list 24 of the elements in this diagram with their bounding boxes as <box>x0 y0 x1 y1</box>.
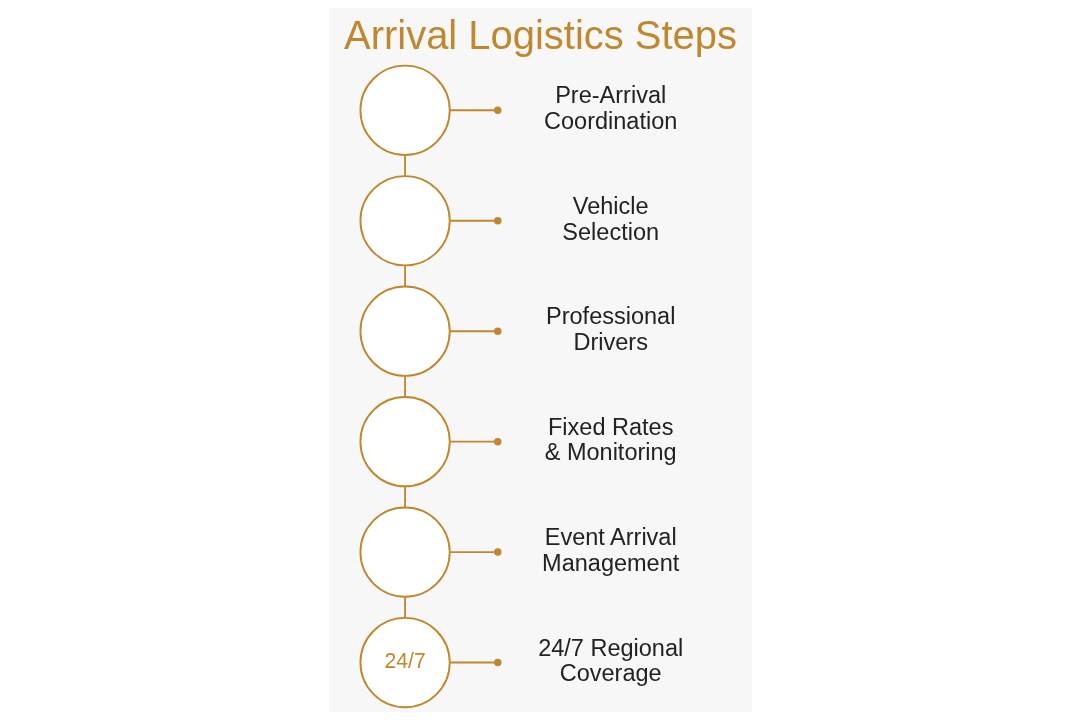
connector <box>448 548 501 556</box>
node-circle <box>359 285 451 377</box>
diagram-title: Arrival Logistics Steps <box>343 13 737 58</box>
node-circle <box>359 396 451 488</box>
node-circle <box>359 64 451 156</box>
node-text: Vehicle Selection <box>561 192 659 245</box>
node-circle <box>359 175 451 267</box>
connector <box>403 375 406 398</box>
connector <box>403 154 406 177</box>
node-text: 24/7 Regional Coverage <box>537 634 683 687</box>
node-circle <box>359 506 451 598</box>
node-text: Fixed Rates & Monitoring <box>544 413 677 466</box>
connector <box>448 106 501 115</box>
node-circle: 24/7 <box>359 616 451 709</box>
connector <box>448 327 501 335</box>
connector <box>403 485 406 509</box>
connector <box>448 658 501 667</box>
connector <box>448 217 501 225</box>
connector <box>448 437 501 446</box>
connector <box>403 264 406 288</box>
node-text: Professional Drivers <box>545 303 675 356</box>
connector <box>403 596 406 619</box>
node-text: Pre-Arrival Coordination <box>543 82 677 135</box>
node-text: Event Arrival Management <box>541 524 679 576</box>
